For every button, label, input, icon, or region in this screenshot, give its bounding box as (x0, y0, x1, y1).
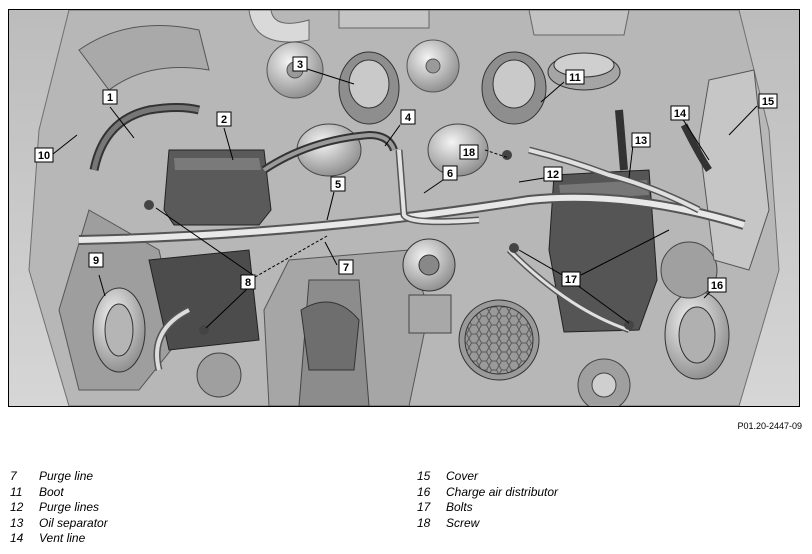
legend-number: 18 (417, 515, 431, 530)
legend-number: 17 (417, 500, 431, 514)
legend-item: 16 Charge air distributor (417, 485, 558, 501)
legend-number: 16 (417, 484, 431, 499)
callout-9: 9 (93, 255, 99, 267)
callout-17: 17 (565, 274, 577, 286)
callout-4: 4 (405, 112, 412, 124)
legend-item: 13 Oil separator (10, 516, 108, 532)
figure-reference-code: P01.20-2447-09 (737, 421, 802, 431)
legend-text: Oil separator (39, 515, 108, 530)
callout-14: 14 (674, 108, 687, 120)
callout-6: 6 (447, 168, 453, 180)
callout-3: 3 (297, 59, 303, 71)
legend-item: 17 Bolts (417, 500, 558, 516)
legend-item: 11 Boot (10, 485, 108, 501)
legend-text: Cover (446, 469, 479, 483)
callout-11: 11 (569, 72, 581, 84)
legend-number: 13 (10, 515, 24, 530)
engine-illustration: 1 2 3 4 5 6 7 8 9 10 11 12 13 14 15 16 1… (8, 9, 800, 407)
legend-text: Boot (39, 484, 64, 499)
legend-number: 7 (10, 469, 17, 483)
legend-item: 14 Vent line (10, 531, 108, 547)
legend-item: 7 Purge line (10, 469, 108, 485)
callout-5: 5 (335, 179, 341, 191)
callout-15: 15 (762, 96, 774, 108)
legend-left-column: 7 Purge line 11 Boot 12 Purge lines 13 Oil s… (10, 469, 108, 547)
callout-7: 7 (343, 262, 349, 274)
legend-text: Vent line (39, 531, 86, 545)
legend-text: Screw (446, 515, 480, 530)
legend-number: 11 (10, 484, 23, 499)
callout-2: 2 (221, 114, 227, 126)
legend-text: Purge line (39, 469, 94, 483)
legend-item: 18 Screw (417, 516, 558, 532)
legend-text: Charge air distributor (446, 484, 559, 499)
callout-10: 10 (38, 150, 50, 162)
legend-right-column: 15 Cover 16 Charge air distributor 17 Bolts… (417, 469, 558, 531)
callout-1: 1 (107, 92, 113, 104)
legend-text: Purge lines (39, 500, 100, 514)
callout-8: 8 (245, 277, 251, 289)
callout-18: 18 (463, 147, 475, 159)
legend-item: 15 Cover (417, 469, 558, 485)
legend-item: 12 Purge lines (10, 500, 108, 516)
legend-number: 14 (10, 531, 24, 545)
callout-12: 12 (547, 169, 559, 181)
legend-number: 12 (10, 500, 24, 514)
callout-13: 13 (635, 135, 647, 147)
callout-16: 16 (711, 280, 723, 292)
legend-number: 15 (417, 469, 431, 483)
legend-text: Bolts (446, 500, 473, 514)
